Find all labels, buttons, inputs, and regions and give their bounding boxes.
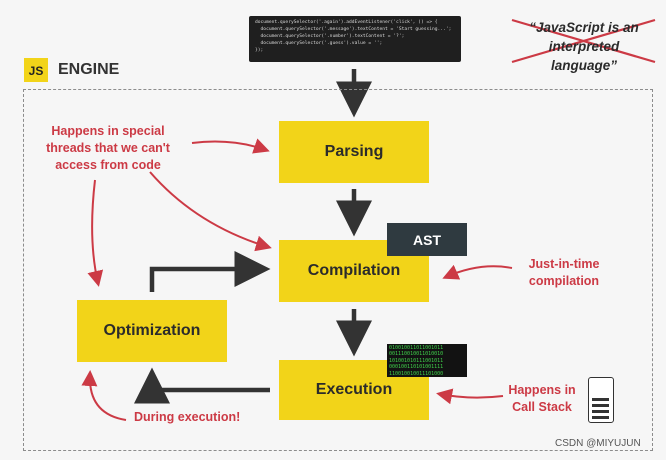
note-line: Happens in special — [51, 124, 165, 138]
note-during-execution: During execution! — [134, 410, 241, 424]
quote-strike-2 — [511, 18, 656, 64]
stack-frame — [592, 416, 609, 419]
optimization-box: Optimization — [77, 300, 227, 362]
note-line: Call Stack — [512, 400, 572, 414]
red-arrow-jit — [442, 264, 513, 280]
code-snippet: document.querySelector('.again').addEven… — [249, 16, 461, 62]
js-logo: JS — [24, 58, 48, 82]
note-line: compilation — [528, 274, 600, 288]
engine-title: ENGINE — [58, 61, 120, 78]
quote-line-1: “JavaScript is an — [529, 20, 639, 35]
red-arrow-to-compilation — [149, 171, 272, 252]
code-line: document.querySelector('.again').addEven… — [255, 20, 438, 25]
note-jit-compilation: Just-in-time compilation — [516, 256, 612, 290]
binary-line: 110010010011101000 — [389, 370, 444, 377]
arrow-execution-to-optimization — [134, 367, 270, 404]
ast-badge: AST — [387, 223, 467, 256]
code-line: document.querySelector('.guess').value =… — [255, 41, 383, 46]
note-line: access from code — [55, 158, 161, 172]
red-arrow-call-stack — [436, 388, 504, 405]
stack-frame — [592, 404, 609, 407]
parsing-box: Parsing — [279, 121, 429, 183]
binary-line: 001110010011010010 — [389, 351, 444, 358]
engine-boundary — [23, 89, 653, 451]
red-arrow-during-execution — [81, 370, 127, 421]
binary-line: 101001010111001011 — [389, 357, 444, 364]
note-call-stack: Happens in Call Stack — [506, 382, 578, 416]
red-arrow-to-optimization — [87, 179, 104, 287]
watermark: CSDN @MIYUJUN — [555, 438, 641, 449]
quote-line-2: interpreted language” — [548, 39, 620, 73]
note-line: threads that we can't — [46, 141, 170, 155]
stack-frame — [592, 410, 609, 413]
note-line: Just-in-time — [528, 257, 600, 271]
call-stack-icon — [588, 377, 614, 423]
note-special-threads: Happens in special threads that we can't… — [28, 123, 188, 174]
crossed-out-quote: “JavaScript is an interpreted language” — [514, 18, 654, 75]
code-line: }); — [255, 48, 264, 53]
note-line: Happens in — [508, 383, 576, 397]
code-line: document.querySelector('.message').textC… — [255, 27, 452, 32]
arrow-optimization-to-compilation — [149, 251, 271, 292]
red-arrow-to-parsing — [191, 138, 270, 154]
code-line: document.querySelector('.number').textCo… — [255, 34, 405, 39]
binary-line: 000100110101001111 — [389, 364, 444, 371]
binary-line: 010010011011001011 — [389, 345, 444, 351]
stack-frame — [592, 398, 609, 401]
